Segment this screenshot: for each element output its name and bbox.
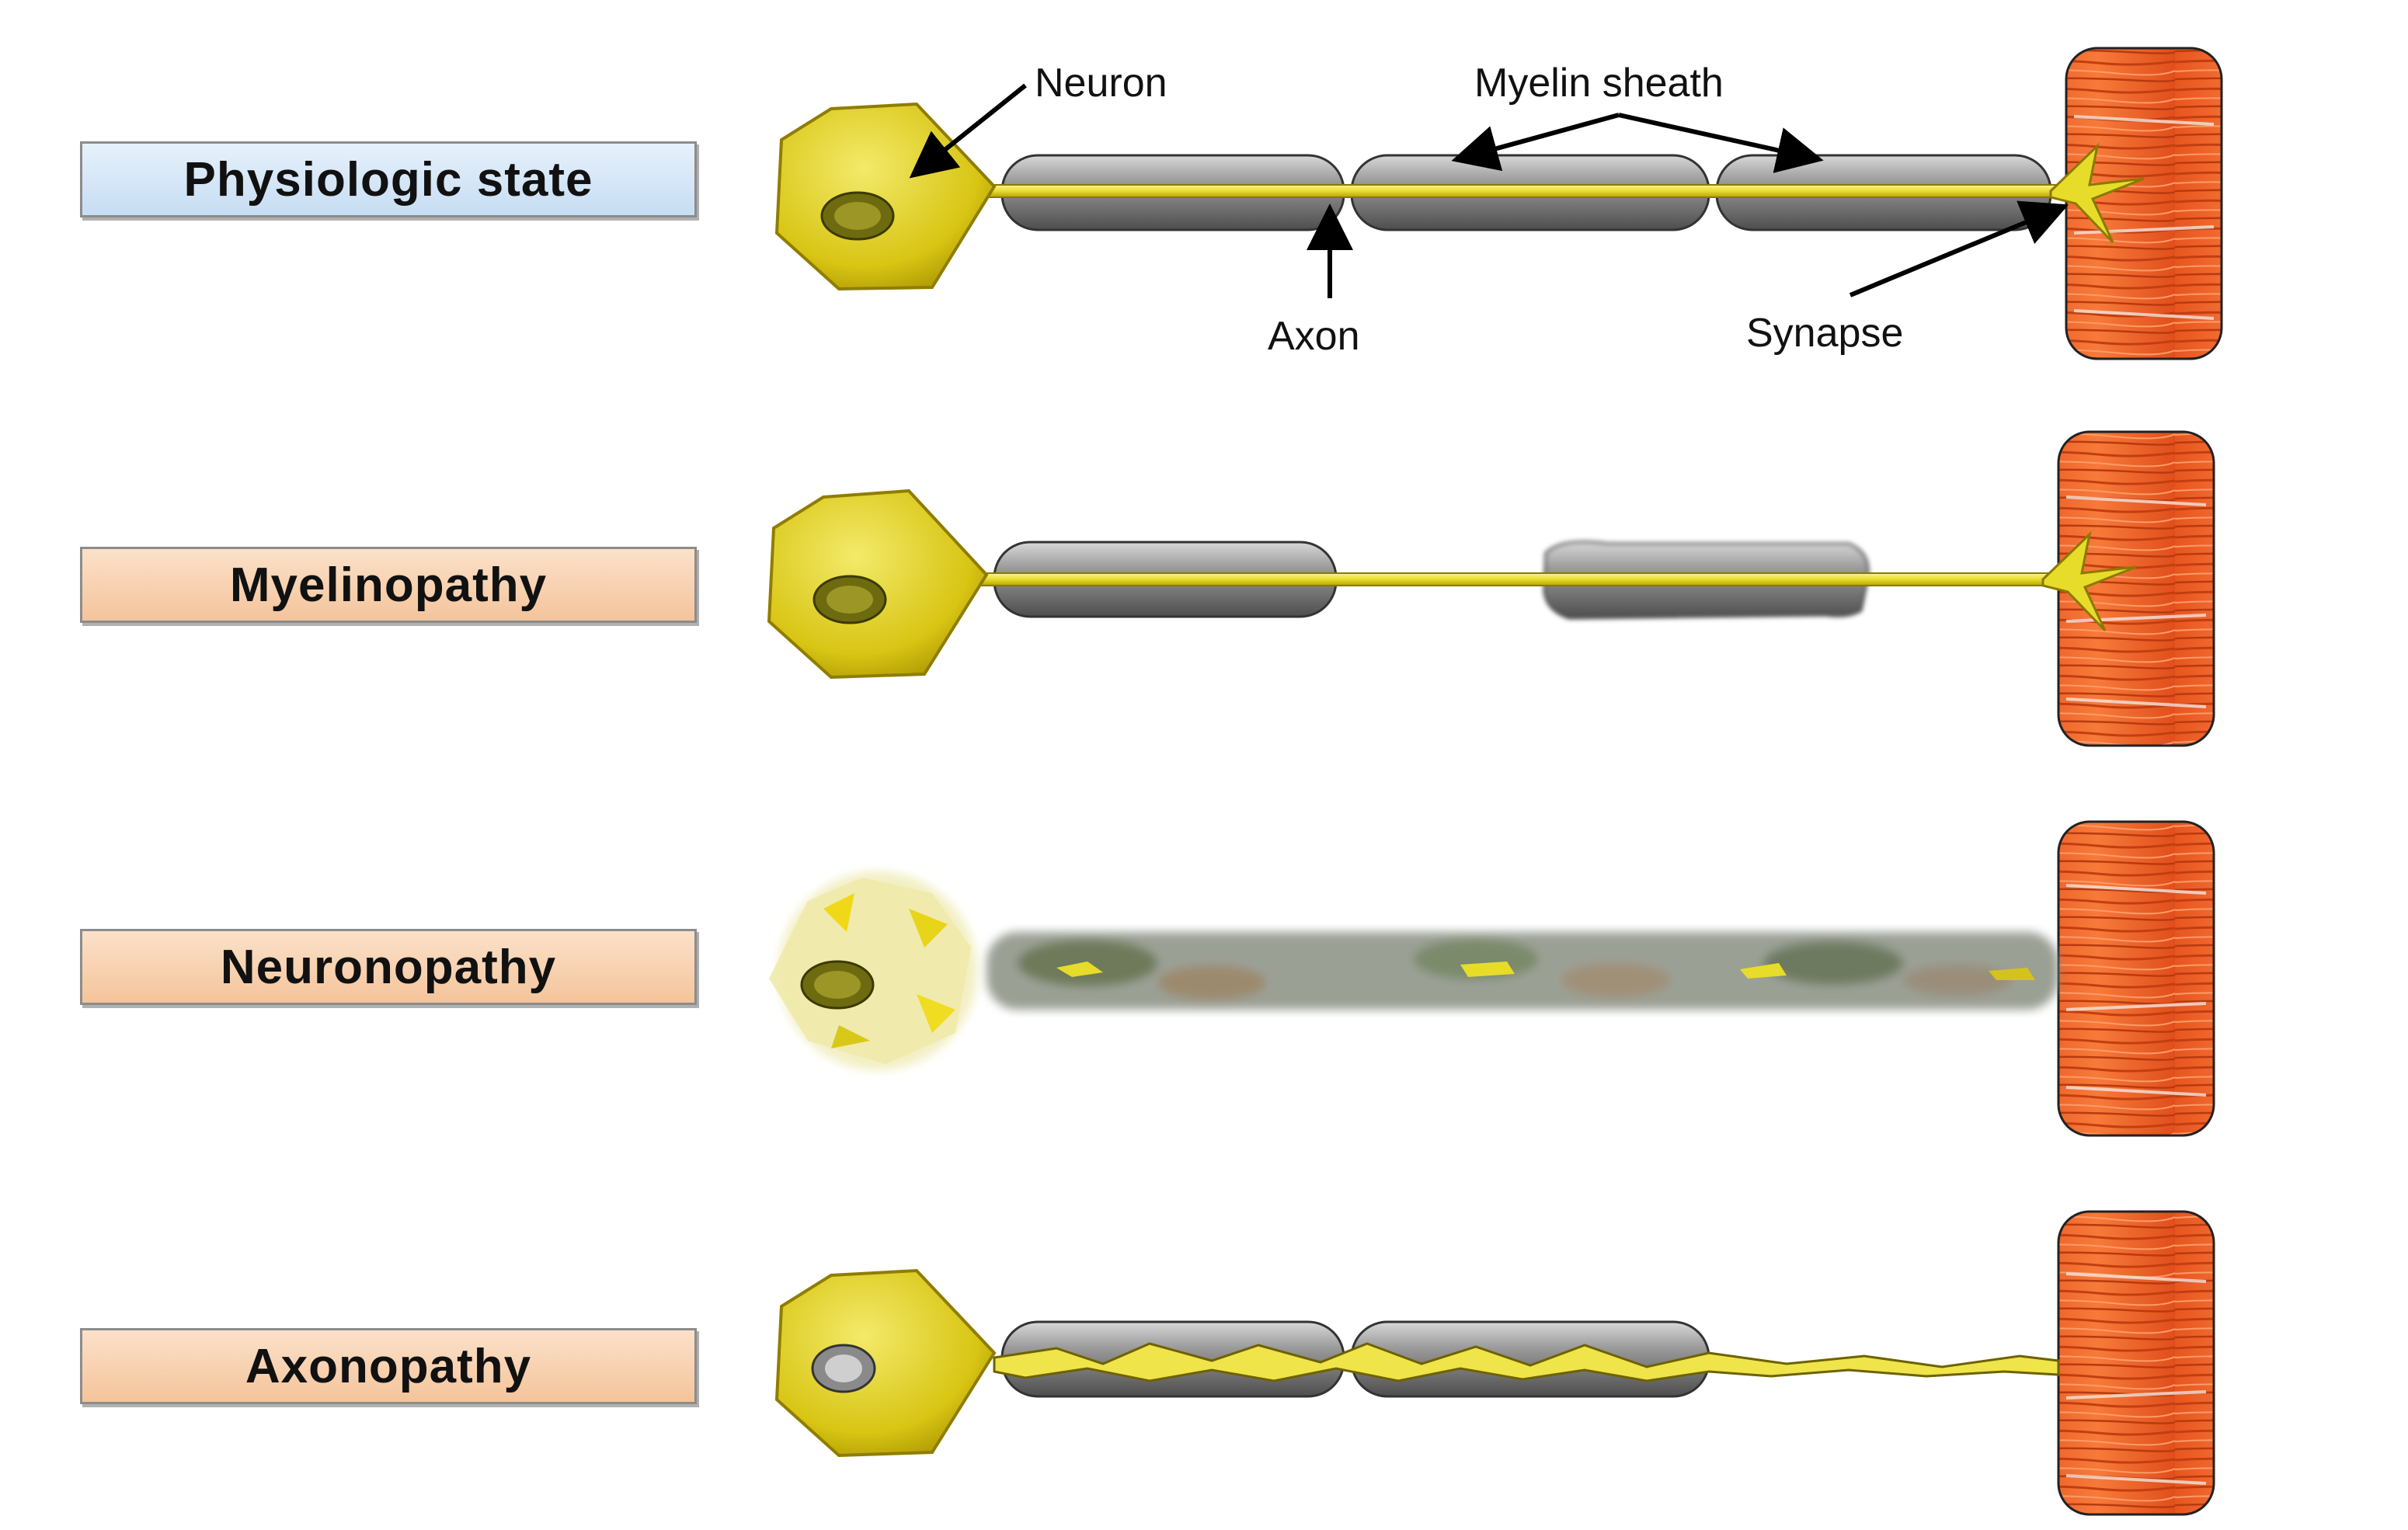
row-neuronopathy	[769, 820, 2215, 1137]
degenerated-neuron-body	[769, 871, 977, 1070]
muscle-fiber	[2057, 1210, 2215, 1516]
label-myelinopathy: Myelinopathy	[80, 547, 697, 623]
degenerated-axon	[987, 932, 2058, 1010]
callout-axon: Axon	[1268, 314, 1360, 359]
fragmented-axon	[993, 1342, 2060, 1382]
neuron-body	[774, 102, 997, 291]
label-physiologic-state: Physiologic state	[80, 141, 697, 217]
row-myelinopathy	[767, 430, 2215, 747]
synapse	[2049, 142, 2145, 244]
callout-synapse: Synapse	[1746, 311, 1903, 356]
axon	[955, 572, 2051, 586]
label-neuronopathy: Neuronopathy	[80, 929, 697, 1005]
callouts: Neuron Myelin sheath Axon Synapse	[909, 61, 2069, 359]
callout-myelin-sheath: Myelin sheath	[1474, 61, 1724, 106]
synapse	[2041, 530, 2137, 632]
debris-fragments	[1056, 961, 2035, 980]
neuron-body	[774, 1268, 997, 1458]
axon	[962, 184, 2067, 198]
row-physiologic	[774, 47, 2223, 360]
callout-neuron: Neuron	[1035, 61, 1167, 106]
row-axonopathy	[774, 1210, 2215, 1516]
label-axonopathy: Axonopathy	[80, 1328, 697, 1404]
